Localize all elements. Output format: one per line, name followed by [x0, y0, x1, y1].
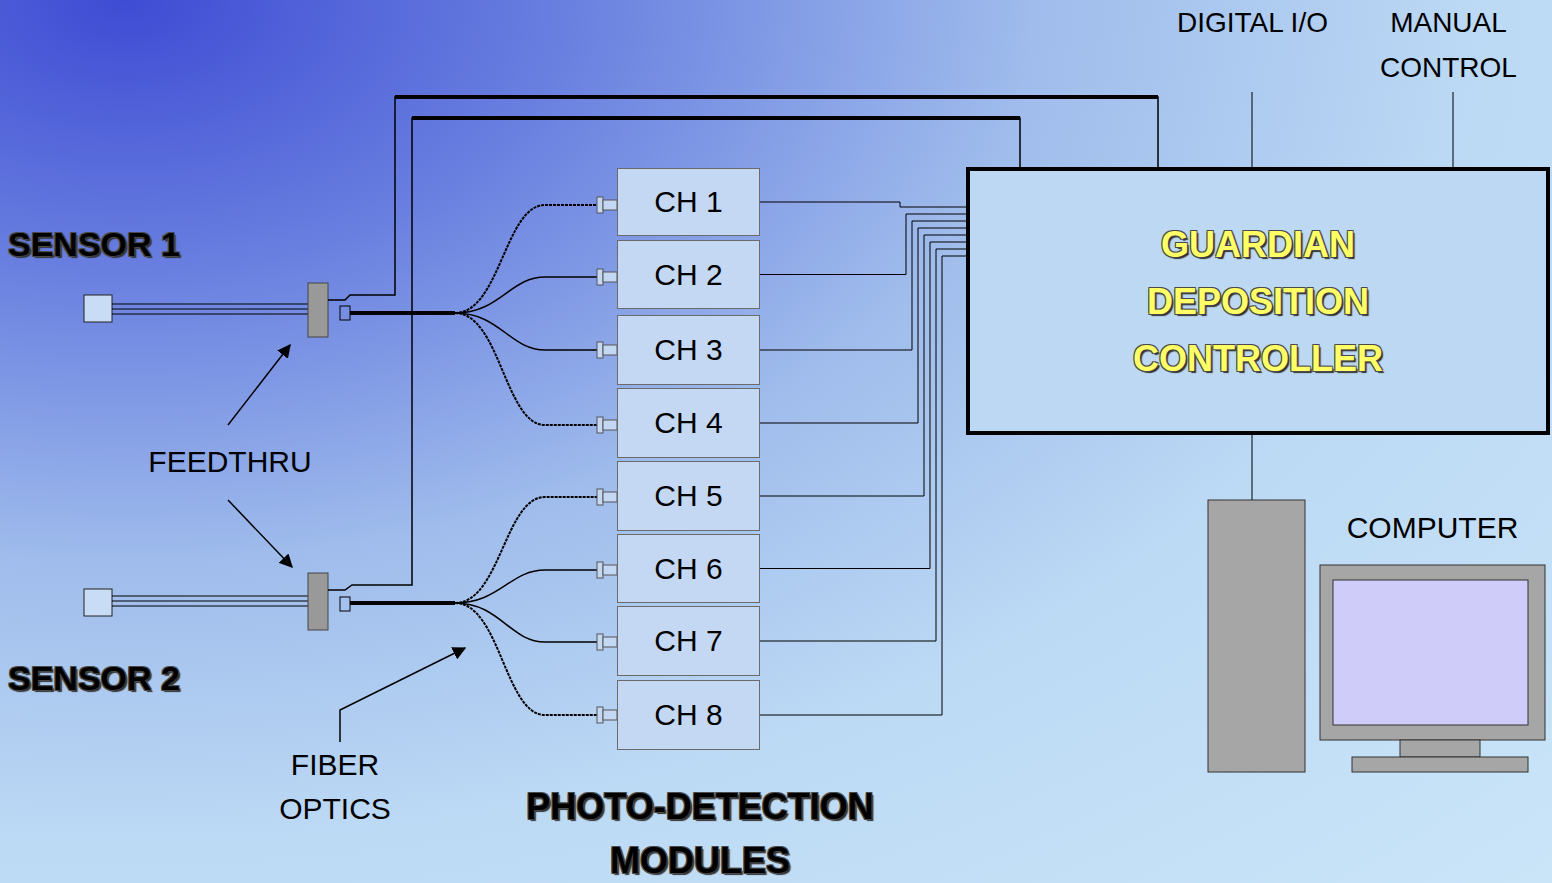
io-line: [1453, 92, 1454, 167]
channel-module: CH 4: [617, 388, 760, 458]
channel-label: CH 3: [654, 333, 722, 367]
signal-wire: [760, 242, 966, 569]
fiber-connector: [340, 306, 350, 320]
leader-line: [228, 345, 290, 425]
io-line: [1252, 92, 1253, 167]
channel-label: CH 1: [654, 185, 722, 219]
signal-wire: [760, 256, 966, 715]
channel-module: CH 7: [617, 606, 760, 676]
controller-title: GUARDIAN DEPOSITION CONTROLLER: [1078, 216, 1438, 387]
fiber-connector: [340, 597, 350, 611]
signal-wire: [760, 249, 966, 641]
sensor-cable: [328, 118, 1020, 590]
signal-wire: [760, 235, 966, 496]
part-label: FEEDTHRU: [110, 440, 350, 484]
channel-label: CH 2: [654, 258, 722, 292]
part-label: COMPUTER: [1320, 506, 1545, 550]
signal-wire: [760, 221, 966, 350]
leader-line: [340, 648, 465, 742]
channel-module: CH 3: [617, 315, 760, 385]
channel-label: CH 8: [654, 698, 722, 732]
part-title: PHOTO-DETECTION MODULES: [480, 780, 920, 883]
channel-module: CH 2: [617, 240, 760, 309]
channel-label: CH 7: [654, 624, 722, 658]
leader-line: [228, 500, 292, 567]
sensor-probe: [84, 295, 310, 322]
io-line: [1252, 435, 1253, 500]
signal-wire: [760, 214, 966, 275]
channel-module: CH 8: [617, 680, 760, 750]
channel-module: CH 1: [617, 168, 760, 236]
channel-label: CH 6: [654, 552, 722, 586]
fiber-bundle: [350, 205, 597, 715]
part-label: FIBER OPTICS: [255, 743, 415, 831]
part-title: SENSOR 1: [8, 222, 268, 266]
sensor-probe: [84, 589, 310, 616]
part-title: SENSOR 2: [8, 656, 268, 700]
part-label: DIGITAL I/O: [1175, 0, 1330, 45]
channel-label: CH 4: [654, 406, 722, 440]
sensor-cable: [412, 116, 1020, 120]
signal-wire: [760, 202, 966, 207]
fiber-port: [597, 197, 617, 723]
part-label: MANUAL CONTROL: [1345, 0, 1552, 90]
computer-icon: [1208, 500, 1545, 772]
sensor-cable: [395, 95, 1158, 99]
channel-label: CH 5: [654, 479, 722, 513]
controller-box: GUARDIAN DEPOSITION CONTROLLER: [966, 167, 1550, 435]
channel-module: CH 6: [617, 534, 760, 603]
feedthru-flange: [308, 573, 328, 630]
feedthru-flange: [308, 283, 328, 337]
signal-wire: [760, 228, 966, 423]
channel-module: CH 5: [617, 461, 760, 531]
